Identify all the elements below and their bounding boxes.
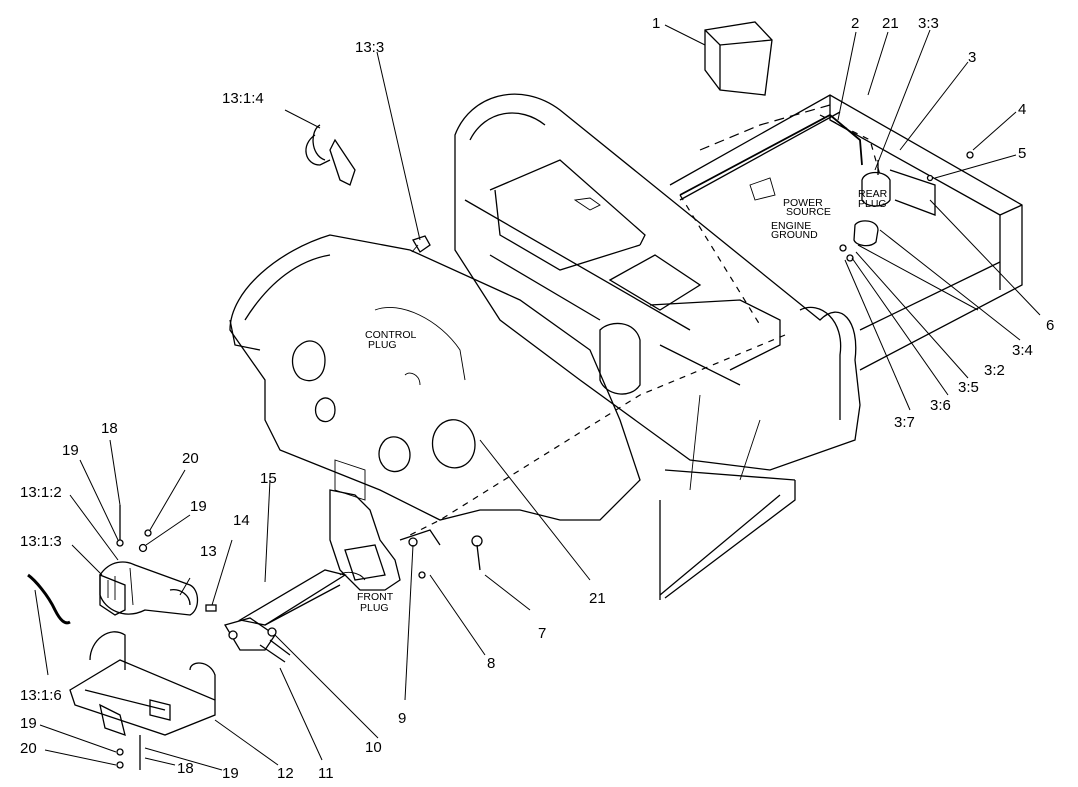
nut-20-top bbox=[144, 529, 152, 537]
washer-19-top bbox=[116, 539, 124, 547]
hitch-pin-hole bbox=[267, 627, 277, 637]
post-7-shaft bbox=[476, 544, 481, 571]
callout-20-top: 20 bbox=[182, 450, 199, 467]
callout-18-bottom: 18 bbox=[177, 760, 194, 777]
callout-19-b: 19 bbox=[190, 498, 207, 515]
callout-19-d: 19 bbox=[222, 765, 239, 782]
washer-19-bottom bbox=[116, 748, 124, 756]
callout-19-c: 19 bbox=[20, 715, 37, 732]
callout-13-1-2: 13:1:2 bbox=[20, 484, 62, 501]
callout-13: 13 bbox=[200, 543, 217, 560]
callout-21-mid: 21 bbox=[589, 590, 606, 607]
connector bbox=[411, 235, 431, 253]
callout-7: 7 bbox=[538, 625, 546, 642]
callout-6: 6 bbox=[1046, 317, 1054, 334]
callout-21-top: 21 bbox=[882, 15, 899, 32]
rear-body-tub bbox=[454, 93, 861, 471]
label-rear-plug-line2: PLUG bbox=[858, 198, 887, 210]
callout-3-3: 3:3 bbox=[918, 15, 939, 32]
callout-11: 11 bbox=[318, 765, 334, 782]
nut-4 bbox=[966, 151, 974, 159]
vehicle-frame bbox=[659, 94, 1023, 600]
label-control-plug-line1: CONTROL bbox=[365, 329, 416, 341]
label-control-plug-line2: PLUG bbox=[368, 339, 397, 351]
callout-3-6: 3:6 bbox=[930, 397, 951, 414]
callout-14: 14 bbox=[233, 512, 250, 529]
fastener-3-7 bbox=[839, 244, 847, 252]
callout-8: 8 bbox=[487, 655, 495, 672]
callout-19-a: 19 bbox=[62, 442, 79, 459]
label-power-source-line2: SOURCE bbox=[786, 206, 831, 218]
label-rear-plug-line1: REAR bbox=[858, 188, 888, 200]
screw-5 bbox=[926, 174, 934, 182]
label-engine-ground-line2: GROUND bbox=[771, 229, 818, 241]
clip-8 bbox=[418, 571, 426, 579]
leader-lines bbox=[34, 24, 1041, 771]
label-engine-ground-line1: ENGINE bbox=[771, 220, 811, 232]
callout-3-4: 3:4 bbox=[1012, 342, 1033, 359]
label-front-plug-line2: PLUG bbox=[360, 602, 389, 614]
winch bbox=[99, 561, 199, 616]
callout-4: 4 bbox=[1018, 101, 1026, 118]
winch-cable bbox=[27, 573, 71, 625]
wiring-harness bbox=[409, 113, 881, 536]
callout-13-1-6: 13:1:6 bbox=[20, 687, 62, 704]
callout-3-2: 3:2 bbox=[984, 362, 1005, 379]
front-hitch-rails bbox=[224, 569, 347, 651]
callout-13-1-3: 13:1:3 bbox=[20, 533, 62, 550]
callout-10: 10 bbox=[365, 739, 382, 756]
label-power-source-line1: POWER bbox=[783, 197, 823, 209]
hitch-pin bbox=[259, 639, 291, 663]
part-1-cover bbox=[704, 21, 773, 96]
fastener-9 bbox=[408, 537, 418, 547]
label-front-plug-line1: FRONT bbox=[357, 591, 394, 603]
post-7 bbox=[471, 535, 483, 547]
winch-mount bbox=[69, 631, 216, 737]
callout-13-3: 13:3 bbox=[355, 39, 384, 56]
winch-remote bbox=[305, 124, 356, 186]
part-14 bbox=[205, 604, 217, 612]
callout-9: 9 bbox=[398, 710, 406, 727]
callout-12: 12 bbox=[277, 765, 294, 782]
callout-15: 15 bbox=[260, 470, 277, 487]
callout-13-1-4: 13:1:4 bbox=[222, 90, 264, 107]
callout-18-top: 18 bbox=[101, 420, 118, 437]
washer-19-right bbox=[138, 543, 148, 553]
callout-3-5: 3:5 bbox=[958, 379, 979, 396]
callout-2: 2 bbox=[851, 15, 859, 32]
front-hood bbox=[229, 234, 641, 521]
fastener-3-6 bbox=[846, 254, 854, 262]
callout-3-7: 3:7 bbox=[894, 414, 915, 431]
callout-20-bottom: 20 bbox=[20, 740, 37, 757]
callout-5: 5 bbox=[1018, 145, 1026, 162]
hitch-pin-hole bbox=[228, 630, 238, 640]
callout-1: 1 bbox=[652, 15, 660, 32]
nut-20-bottom bbox=[116, 761, 124, 769]
callout-3: 3 bbox=[968, 49, 976, 66]
